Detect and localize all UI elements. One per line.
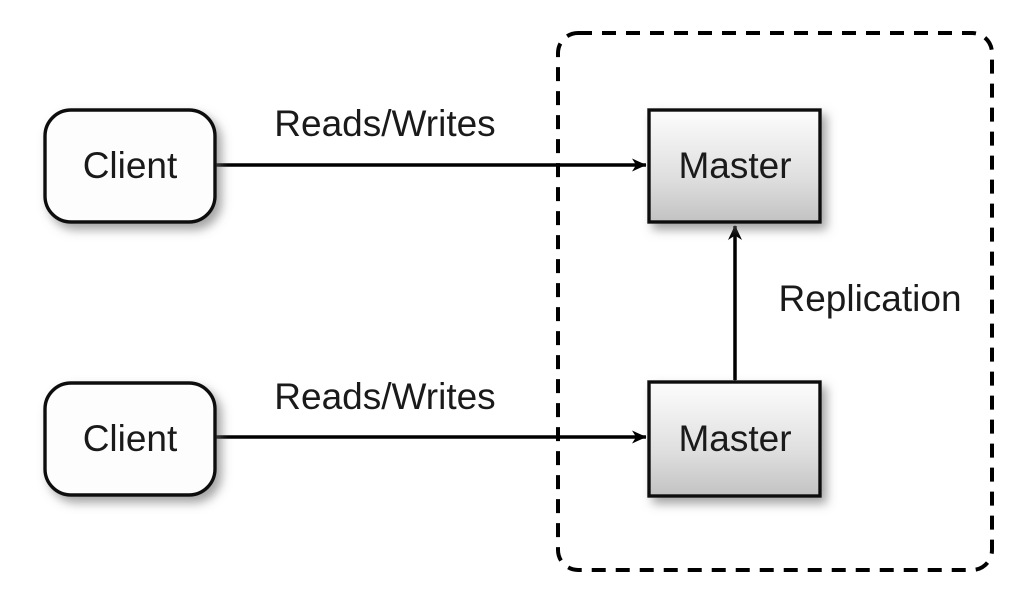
master-top-box[interactable]	[647, 108, 822, 224]
client-top-label: Client	[83, 145, 178, 186]
node-master-bottom[interactable]: Master	[647, 380, 822, 498]
node-master-top[interactable]: Master	[647, 108, 822, 224]
edge-label-reads-writes-bottom: Reads/Writes	[274, 376, 495, 417]
node-client-bottom[interactable]: Client	[43, 381, 217, 497]
client-top-box[interactable]	[43, 108, 217, 224]
master-bottom-label: Master	[678, 418, 791, 459]
client-bottom-label: Client	[83, 418, 178, 459]
master-bottom-box[interactable]	[647, 380, 822, 498]
client-bottom-box[interactable]	[43, 381, 217, 497]
edge-label-replication: Replication	[778, 278, 961, 319]
replication-cluster-boundary	[556, 31, 994, 572]
node-client-top[interactable]: Client	[43, 108, 217, 224]
edge-label-reads-writes-top: Reads/Writes	[274, 103, 495, 144]
master-top-label: Master	[678, 145, 791, 186]
